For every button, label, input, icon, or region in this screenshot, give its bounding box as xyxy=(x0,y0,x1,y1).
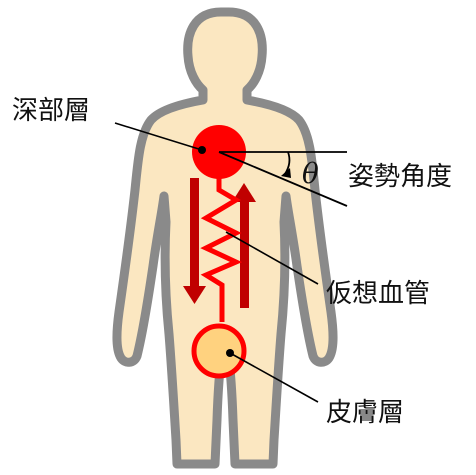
label-posture-angle: 姿勢角度 xyxy=(348,164,452,190)
label-virtual-vessel: 仮想血管 xyxy=(326,281,430,307)
skin-layer-circle xyxy=(194,326,244,376)
up-arrow-shaft xyxy=(240,200,249,308)
label-skin-layer: 皮膚層 xyxy=(326,400,404,426)
label-deep-layer: 深部層 xyxy=(12,98,90,124)
down-arrow-shaft xyxy=(190,178,199,288)
label-theta: θ xyxy=(302,160,319,188)
